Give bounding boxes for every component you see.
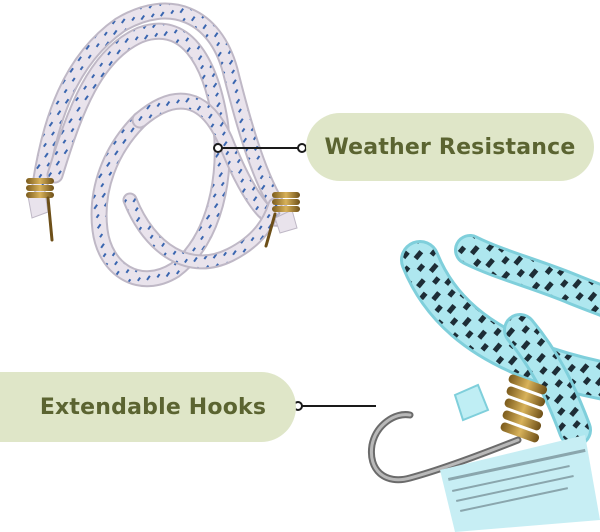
feature-label-text: Extendable Hooks <box>39 394 267 420</box>
right-brass-hook <box>264 192 300 248</box>
connector-hooks <box>293 401 376 411</box>
feature-label-text: Weather Resistance <box>324 134 576 160</box>
left-brass-hook <box>26 178 54 242</box>
connector-weather <box>213 143 307 153</box>
brass-coil <box>500 374 548 443</box>
blue-bungee-cord-image <box>367 234 600 532</box>
white-bungee-cord-image <box>26 2 300 288</box>
product-tag-graphic <box>440 435 600 532</box>
feature-label-extendable-hooks: Extendable Hooks <box>0 372 296 442</box>
feature-label-weather-resistance: Weather Resistance <box>306 113 594 181</box>
